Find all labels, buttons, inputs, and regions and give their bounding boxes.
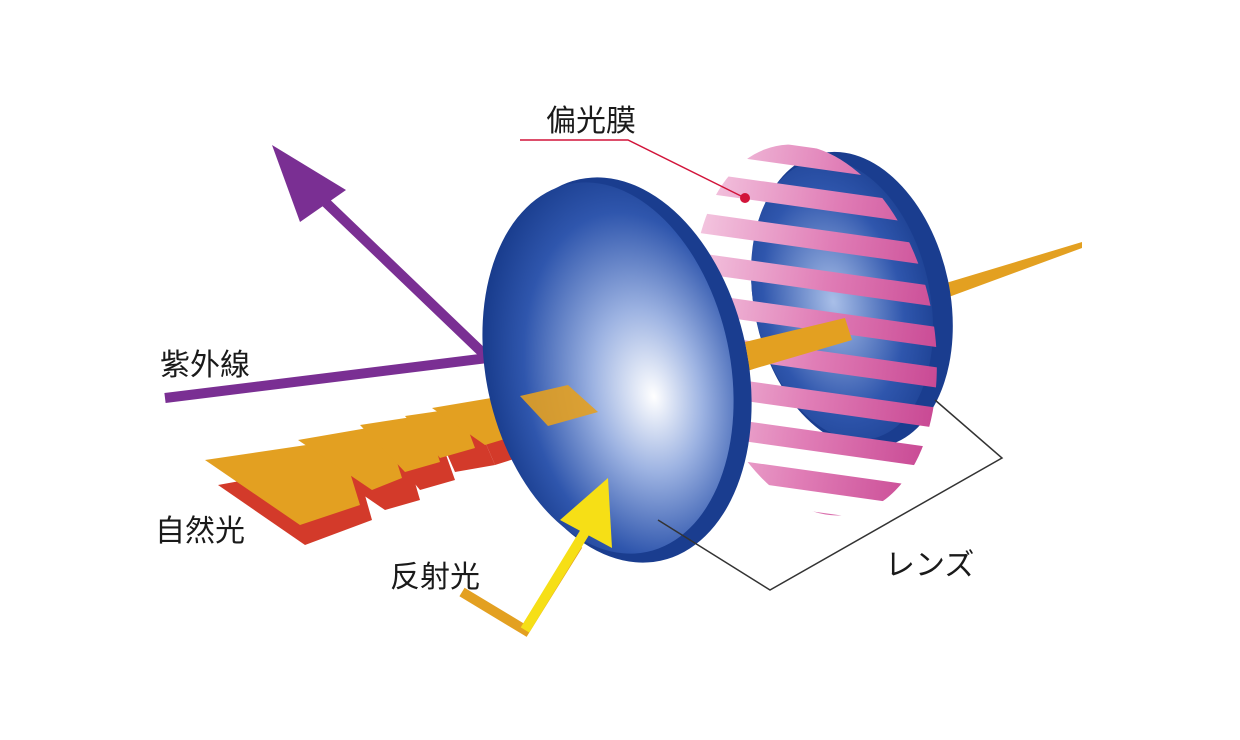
uv-arrowhead — [272, 145, 346, 222]
polarizing-film-leader — [520, 139, 750, 203]
film-stripe — [667, 249, 970, 314]
reflected-arrowhead — [560, 478, 612, 548]
film-stripe — [672, 209, 970, 274]
reflected-light-label: 反射光 — [390, 560, 480, 595]
natural-light-entry — [520, 385, 598, 426]
front-lens — [482, 177, 752, 563]
polarizing-film-label: 偏光膜 — [546, 104, 636, 139]
lens-label: レンズ — [885, 548, 975, 583]
light-between-lenses — [745, 318, 852, 370]
ultraviolet-label: 紫外線 — [160, 348, 250, 383]
film-stripe — [661, 288, 970, 353]
reflected-light-ray — [459, 478, 612, 637]
natural-light-label: 自然光 — [155, 514, 245, 549]
lens-leader — [657, 399, 1004, 591]
